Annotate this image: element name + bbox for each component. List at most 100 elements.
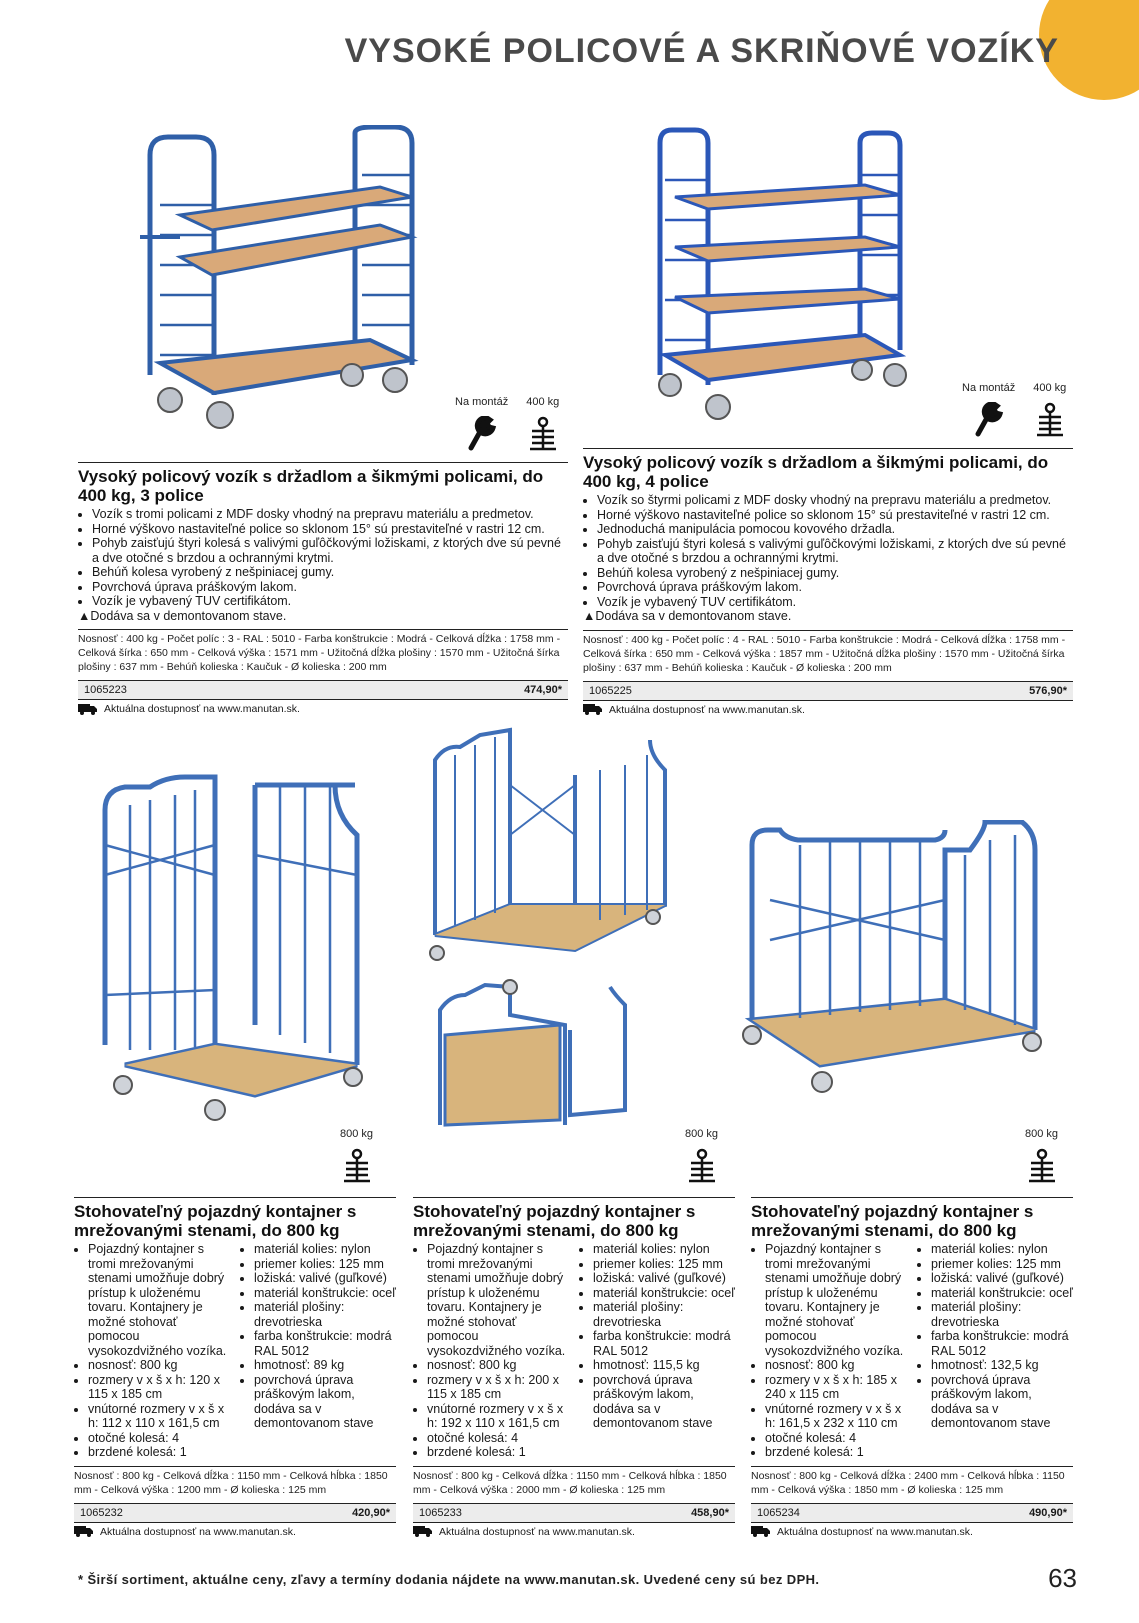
list-item: farba konštrukcie: modrá RAL 5012 <box>931 1329 1073 1358</box>
list-item: rozmery v x š x h: 200 x 115 x 185 cm <box>427 1373 569 1402</box>
product-price: 420,90* <box>352 1506 390 1519</box>
spec-line: Nosnosť : 800 kg - Celková dĺžka : 2400 … <box>751 1465 1073 1497</box>
list-item: materiál plošiny: drevotrieska <box>254 1300 396 1329</box>
list-item: Vozík je vybavený TUV certifikátom. <box>92 594 568 609</box>
list-item: materiál konštrukcie: oceľ <box>931 1286 1073 1301</box>
list-item: povrchová úprava práškovým lakom, dodáva… <box>931 1373 1073 1431</box>
list-item: vnútorné rozmery v x š x h: 192 x 110 x … <box>427 1402 569 1431</box>
assembly-info: Na montáž <box>455 396 508 452</box>
list-item: nosnosť: 800 kg <box>427 1358 569 1373</box>
availability-link[interactable]: Aktuálna dostupnosť na www.manutan.sk. <box>413 1526 735 1538</box>
feature-list: Vozík so štyrmi policami z MDF dosky vho… <box>583 493 1073 624</box>
delivery-truck-icon <box>413 1526 432 1537</box>
list-item: Behúň kolesa vyrobený z nešpiniacej gumy… <box>597 566 1073 581</box>
assembly-info: Na montáž <box>962 382 1015 438</box>
list-item: hmotnosť: 132,5 kg <box>931 1358 1073 1373</box>
product-photo-container-2 <box>429 727 667 1127</box>
list-item: otočné kolesá: 4 <box>427 1431 569 1446</box>
availability-link[interactable]: Aktuálna dostupnosť na www.manutan.sk. <box>751 1526 1073 1538</box>
product-4-icons: 800 kg <box>685 1128 718 1184</box>
product-5-icons: 800 kg <box>1025 1128 1058 1184</box>
delivery-truck-icon <box>74 1526 93 1537</box>
product-title: Vysoký policový vozík s držadlom a šikmý… <box>78 467 544 505</box>
list-item: materiál plošiny: drevotrieska <box>593 1300 735 1329</box>
delivery-truck-icon <box>78 703 97 715</box>
product-price: 576,90* <box>1029 684 1067 697</box>
product-card-2: Vysoký policový vozík s držadlom a šikmý… <box>583 448 1073 716</box>
list-item: priemer kolies: 125 mm <box>254 1257 396 1272</box>
feature-columns: Pojazdný kontajner s tromi mrežovanými s… <box>74 1242 396 1460</box>
product-code: 1065232 <box>80 1506 123 1519</box>
product-photo-shelf-trolley-4 <box>657 127 907 420</box>
product-code: 1065233 <box>419 1506 462 1519</box>
feature-list-right: materiál kolies: nylon priemer kolies: 1… <box>240 1242 396 1460</box>
product-card-5: Stohovateľný pojazdný kontajner s mrežov… <box>751 1197 1073 1538</box>
product-3-icons: 800 kg <box>340 1128 373 1184</box>
availability-text: Aktuálna dostupnosť na www.manutan.sk. <box>777 1525 973 1538</box>
load-info: 800 kg <box>1025 1128 1058 1184</box>
spec-line: Nosnosť : 800 kg - Celková dĺžka : 1150 … <box>74 1465 396 1497</box>
list-item: otočné kolesá: 4 <box>88 1431 230 1446</box>
list-item: Vozík s tromi policami z MDF dosky vhodn… <box>92 507 568 522</box>
page-number: 63 <box>1048 1563 1077 1593</box>
product-code: 1065223 <box>84 684 127 696</box>
assembly-note: ▲Dodáva sa v demontovanom stave. <box>78 608 287 623</box>
availability-link[interactable]: Aktuálna dostupnosť na www.manutan.sk. <box>74 1526 396 1538</box>
weight-capacity-icon <box>529 416 556 451</box>
load-label: 400 kg <box>526 396 560 408</box>
list-item: materiál kolies: nylon <box>593 1242 735 1257</box>
load-info: 400 kg <box>1033 382 1066 438</box>
assembly-label: Na montáž <box>962 382 1016 394</box>
product-title: Stohovateľný pojazdný kontajner s mrežov… <box>413 1202 696 1240</box>
list-item: rozmery v x š x h: 185 x 240 x 115 cm <box>765 1373 907 1402</box>
list-item: povrchová úprava práškovým lakom, dodáva… <box>254 1373 396 1431</box>
list-item: Behúň kolesa vyrobený z nešpiniacej gumy… <box>92 565 568 580</box>
price-bar: 1065233 458,90* <box>413 1502 735 1523</box>
product-price: 458,90* <box>691 1506 729 1519</box>
list-item: brzdené kolesá: 1 <box>88 1445 230 1460</box>
load-label: 800 kg <box>685 1128 719 1140</box>
load-label: 800 kg <box>1025 1128 1059 1140</box>
list-item: ložiská: valivé (guľkové) <box>254 1271 396 1286</box>
list-item: Pojazdný kontajner s tromi mrežovanými s… <box>88 1242 230 1358</box>
list-item: brzdené kolesá: 1 <box>765 1445 907 1460</box>
list-item: farba konštrukcie: modrá RAL 5012 <box>593 1329 735 1358</box>
list-item: materiál kolies: nylon <box>254 1242 396 1257</box>
product-card-4: Stohovateľný pojazdný kontajner s mrežov… <box>413 1197 735 1538</box>
list-item: materiál konštrukcie: oceľ <box>254 1286 396 1301</box>
list-item: vnútorné rozmery v x š x h: 112 x 110 x … <box>88 1402 230 1431</box>
spec-line: Nosnosť : 400 kg - Počet políc : 4 - RAL… <box>583 629 1073 675</box>
product-2-icons: Na montáž 400 kg <box>962 382 1066 438</box>
list-item: Vozík so štyrmi policami z MDF dosky vho… <box>597 493 1073 508</box>
product-1-icons: Na montáž 400 kg <box>455 396 559 452</box>
price-bar: 1065232 420,90* <box>74 1502 396 1523</box>
list-item: nosnosť: 800 kg <box>88 1358 230 1373</box>
footer-note: * Širší sortiment, aktuálne ceny, zľavy … <box>78 1572 820 1587</box>
list-item: priemer kolies: 125 mm <box>931 1257 1073 1272</box>
list-item: Pohyb zaisťujú štyri kolesá s valivými g… <box>597 537 1073 566</box>
list-item: ložiská: valivé (guľkové) <box>593 1271 735 1286</box>
weight-capacity-icon <box>343 1148 370 1183</box>
list-item: priemer kolies: 125 mm <box>593 1257 735 1272</box>
wrench-icon <box>975 402 1003 437</box>
product-photo-container-3 <box>742 820 1042 1093</box>
load-label: 800 kg <box>340 1128 374 1140</box>
list-item: vnútorné rozmery v x š x h: 161,5 x 232 … <box>765 1402 907 1431</box>
feature-list-left: Pojazdný kontajner s tromi mrežovanými s… <box>74 1242 230 1460</box>
product-code: 1065225 <box>589 684 632 697</box>
availability-link[interactable]: Aktuálna dostupnosť na www.manutan.sk. <box>583 704 1073 716</box>
availability-link[interactable]: Aktuálna dostupnosť na www.manutan.sk. <box>78 703 568 715</box>
assembly-note: ▲Dodáva sa v demontovanom stave. <box>583 609 792 623</box>
list-item: otočné kolesá: 4 <box>765 1431 907 1446</box>
feature-list-right: materiál kolies: nylon priemer kolies: 1… <box>579 1242 735 1460</box>
feature-columns: Pojazdný kontajner s tromi mrežovanými s… <box>413 1242 735 1460</box>
delivery-truck-icon <box>751 1526 770 1537</box>
list-item: farba konštrukcie: modrá RAL 5012 <box>254 1329 396 1358</box>
feature-list-left: Pojazdný kontajner s tromi mrežovanými s… <box>413 1242 569 1460</box>
load-info: 800 kg <box>685 1128 718 1184</box>
list-item: Pojazdný kontajner s tromi mrežovanými s… <box>427 1242 569 1358</box>
feature-list-left: Pojazdný kontajner s tromi mrežovanými s… <box>751 1242 907 1460</box>
list-item: hmotnosť: 115,5 kg <box>593 1358 735 1373</box>
wrench-icon <box>468 416 496 451</box>
list-item: ložiská: valivé (guľkové) <box>931 1271 1073 1286</box>
